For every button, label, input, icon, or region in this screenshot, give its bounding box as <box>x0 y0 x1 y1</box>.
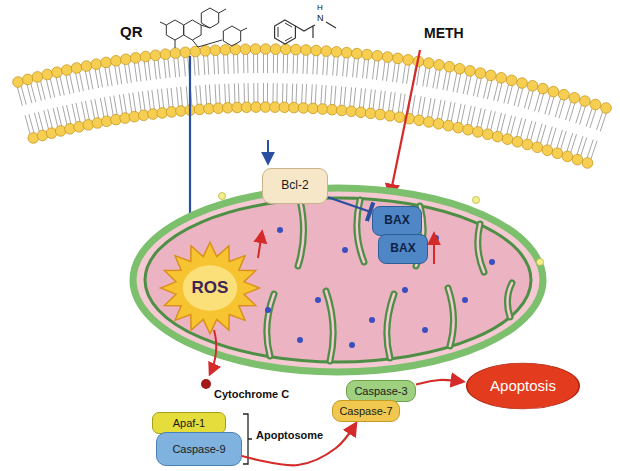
inhibition-line <box>182 56 198 233</box>
cytochrome-c-dot <box>201 379 211 389</box>
release-arrow <box>210 330 216 374</box>
protein-box: BAX <box>372 206 422 236</box>
molecule-label: Cytochrome C <box>214 388 289 400</box>
node-text: Apoptosis <box>490 377 556 394</box>
methamphetamine-structure <box>275 20 336 44</box>
mitochondrion <box>133 188 544 372</box>
node-text: ROS <box>192 278 229 298</box>
node-text: Bcl-2 <box>281 179 308 193</box>
complex-label: Apoptosome <box>256 429 323 441</box>
node-text: BAX <box>390 242 415 256</box>
increase-arrow <box>258 232 262 258</box>
decrease-arrow <box>267 140 269 163</box>
protein-box: Caspase-7 <box>332 400 400 422</box>
protein-box: BAX <box>378 234 428 264</box>
node-text: Caspase-3 <box>354 385 407 398</box>
compound-label: QR <box>120 24 143 41</box>
atom-label: H <box>317 4 323 13</box>
protein-box: Caspase-9 <box>156 432 242 466</box>
protein-box: Caspase-3 <box>346 380 416 402</box>
node-text: BAX <box>384 214 409 228</box>
node-text: Caspase-9 <box>172 443 225 456</box>
activation-arrow <box>390 50 420 196</box>
compound-label: METH <box>424 26 464 41</box>
ros-burst: ROS <box>158 240 262 336</box>
outcome-ellipse: Apoptosis <box>464 362 582 410</box>
node-text: Apaf-1 <box>173 417 205 430</box>
quercetin-rutin-structure <box>160 8 247 48</box>
protein-box: Apaf-1 <box>152 412 226 434</box>
protein-box: Bcl-2 <box>262 168 328 204</box>
lipid-bilayer <box>13 44 612 169</box>
node-text: Caspase-7 <box>339 405 392 418</box>
connector <box>328 197 370 211</box>
atom-label: N <box>317 14 324 24</box>
connector <box>416 380 463 385</box>
connector <box>242 424 356 466</box>
increase-arrow <box>433 234 435 264</box>
